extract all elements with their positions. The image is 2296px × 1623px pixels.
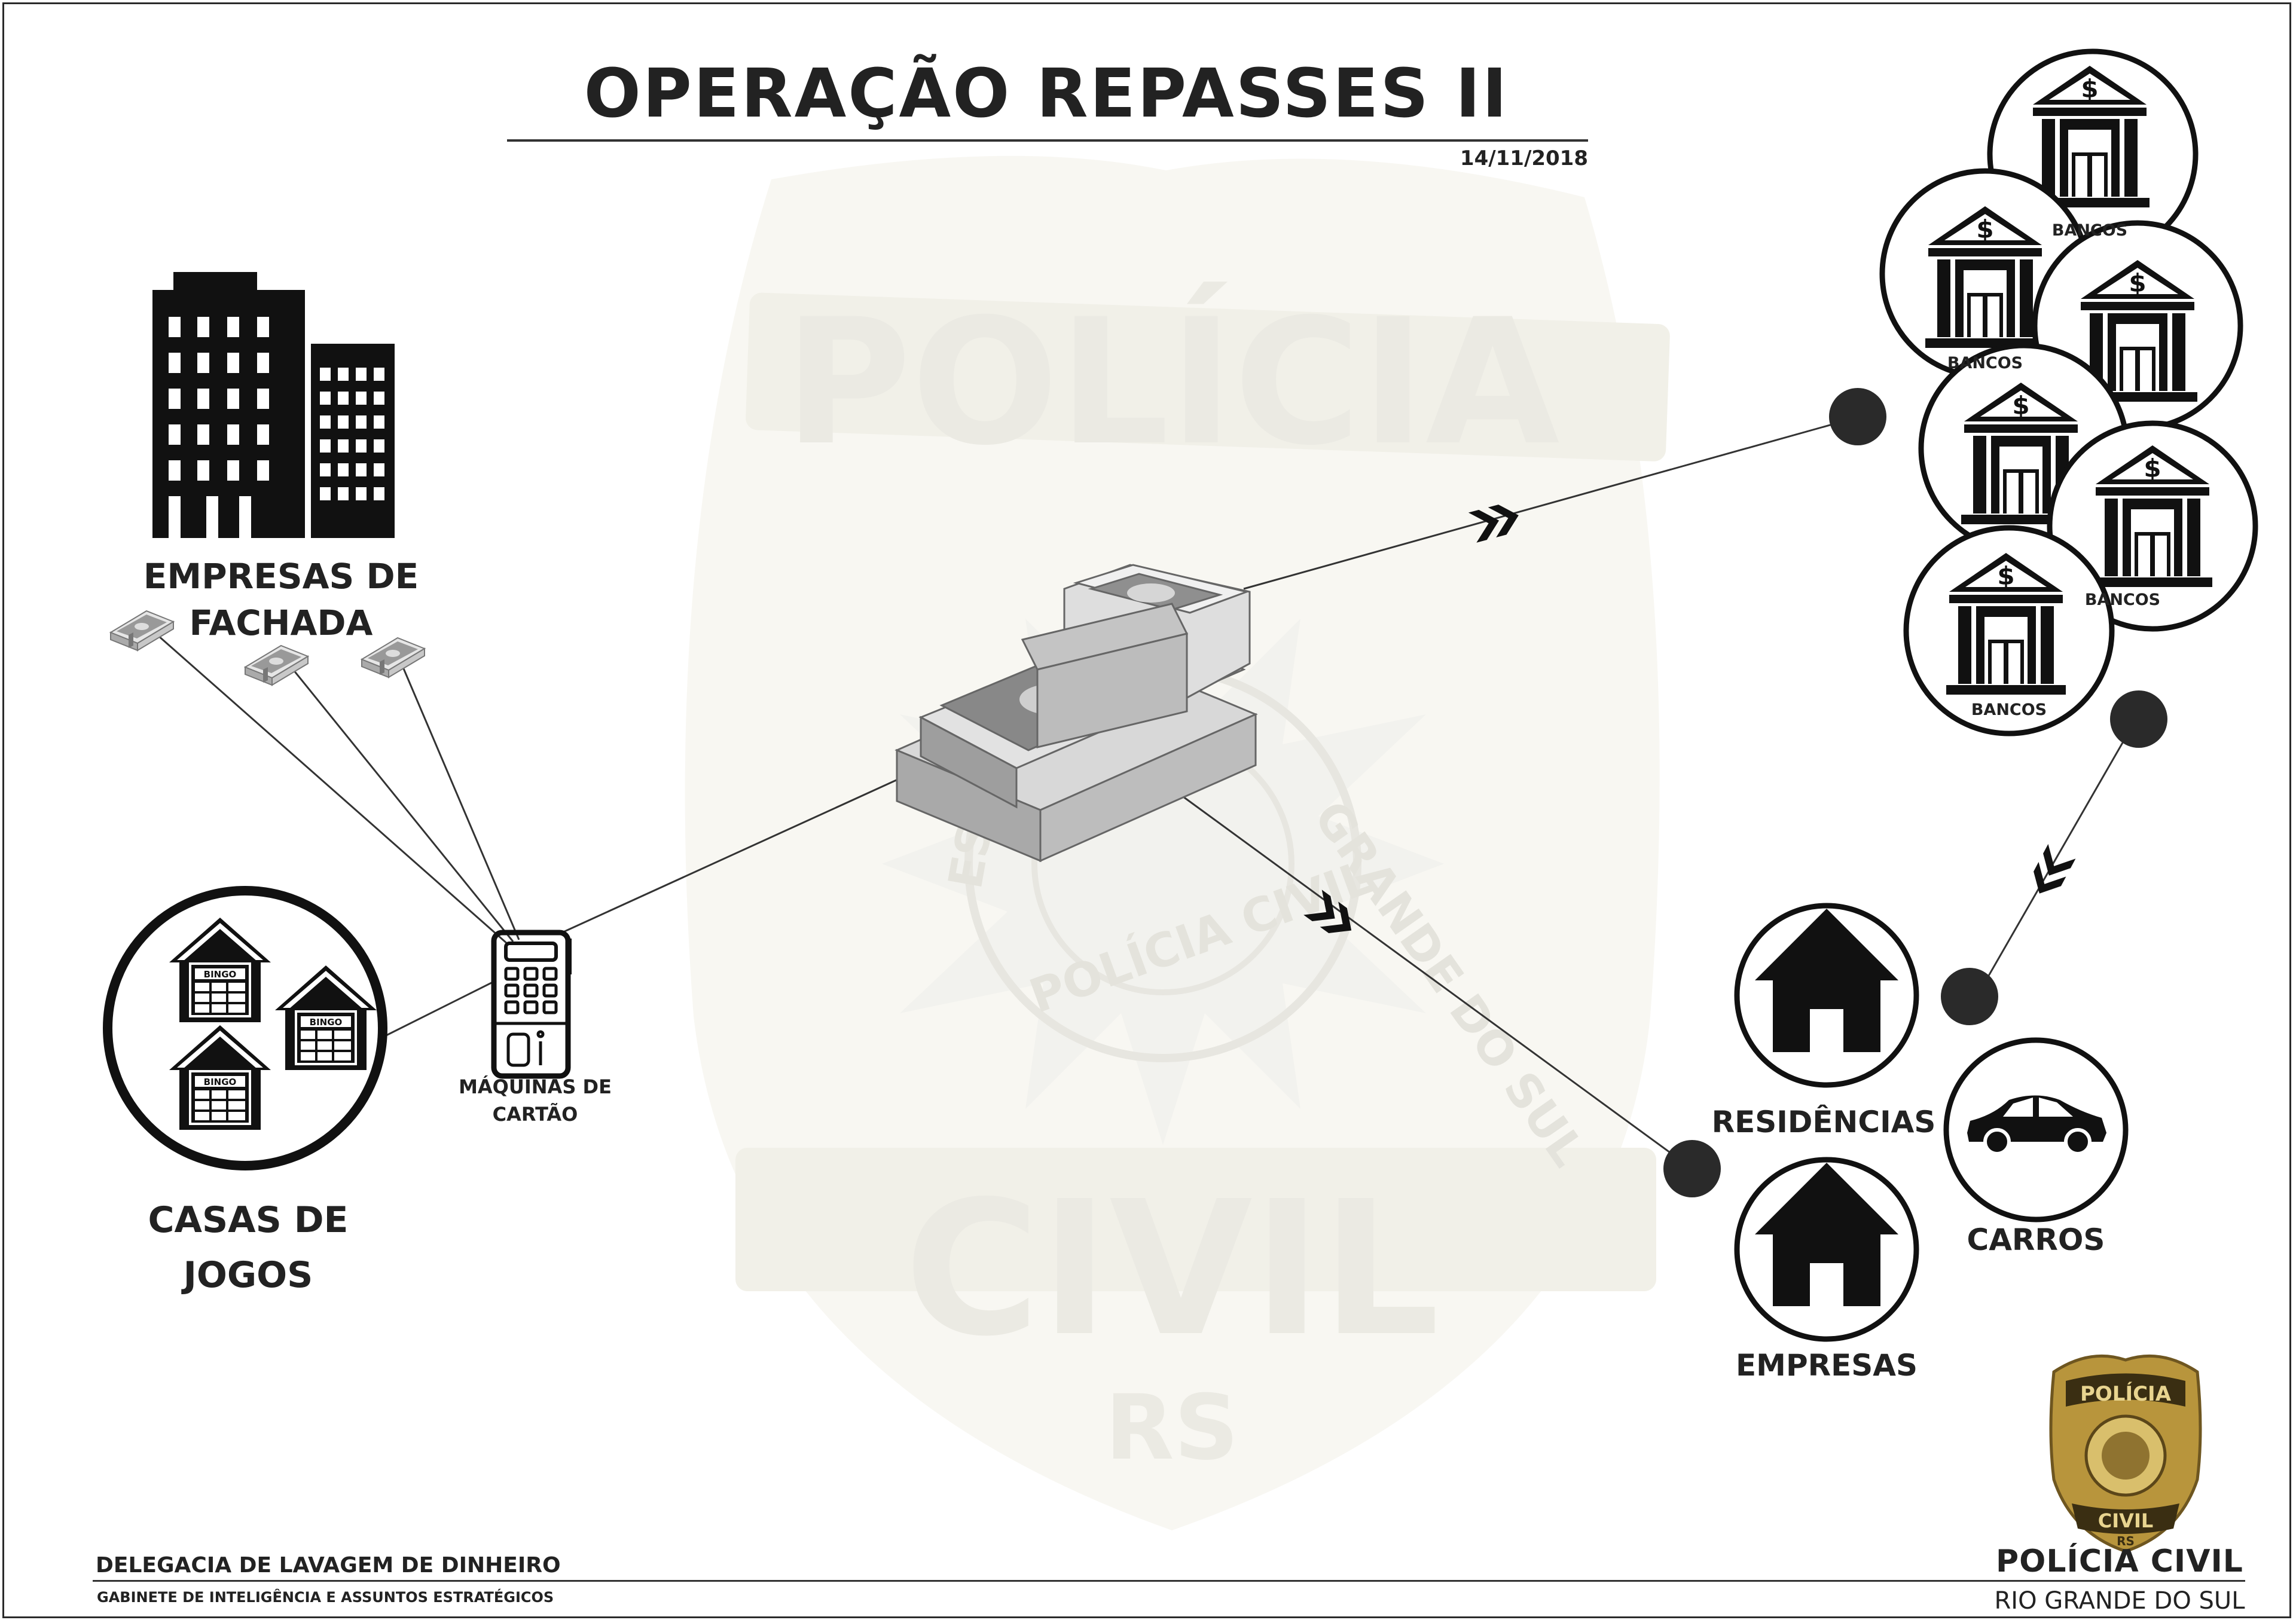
svg-text:BINGO: BINGO: [204, 969, 237, 980]
label-residencias: RESIDÊNCIAS: [1711, 1105, 1936, 1139]
footer-agency: DELEGACIA DE LAVAGEM DE DINHEIRO: [96, 1553, 561, 1578]
footer-state: RIO GRANDE DO SUL: [1994, 1587, 2245, 1615]
diagram-date: 14/11/2018: [1460, 146, 1588, 170]
connector-lines: [152, 417, 2130, 1170]
bank-circle: [2047, 420, 2258, 632]
connector-nodes: [1663, 388, 2167, 1197]
label-casas-jogos: CASAS DE JOGOS: [148, 1199, 349, 1296]
svg-text:POLÍCIA: POLÍCIA: [2080, 1381, 2172, 1406]
car-icon: [1967, 1095, 2106, 1156]
label-empresas: EMPRESAS: [1736, 1348, 1918, 1383]
label-bancos: BANCOS: [2084, 591, 2161, 609]
empresas-circle: [1734, 1157, 1919, 1342]
bank-circle: [1903, 525, 2115, 736]
svg-text:BINGO: BINGO: [204, 1077, 237, 1087]
card-machine-icon: [491, 930, 572, 1079]
label-bancos: BANCOS: [1971, 701, 2047, 719]
svg-text:CIVIL: CIVIL: [904, 1162, 1440, 1377]
svg-text:CIVIL: CIVIL: [2098, 1509, 2153, 1532]
svg-text:BINGO: BINGO: [310, 1017, 343, 1028]
svg-text:POLÍCIA: POLÍCIA: [784, 280, 1561, 484]
footer-org: POLÍCIA CIVIL: [1996, 1543, 2243, 1579]
title-rule: [507, 139, 1588, 142]
bingo-houses-circle: BINGO BINGO BINGO: [103, 886, 387, 1170]
residencias-circle: [1734, 903, 1919, 1088]
watermark-badge: POLÍCIA CIVIL RS GRANDE DO SUL ES POLÍCI…: [685, 155, 1670, 1530]
label-maquinas-cartao: MÁQUINAS DE CARTÃO: [459, 1075, 612, 1126]
footer-unit: GABINETE DE INTELIGÊNCIA E ASSUNTOS ESTR…: [97, 1589, 554, 1606]
money-stack-icon: [894, 564, 1258, 863]
carros-circle: [1943, 1037, 2129, 1222]
label-empresas-fachada: EMPRESAS DE FACHADA: [143, 556, 419, 643]
police-badge-icon: POLÍCIA CIVIL RS: [2049, 1354, 2202, 1553]
diagram-title: OPERAÇÃO REPASSES II: [584, 55, 1509, 133]
label-bancos: BANCOS: [1947, 354, 2023, 372]
label-bancos: BANCOS: [2051, 221, 2128, 240]
banks-cluster: [1879, 48, 2258, 736]
office-buildings-icon: [152, 272, 395, 538]
svg-text:RS: RS: [1105, 1376, 1239, 1480]
footer-rule: [93, 1580, 2245, 1582]
svg-text:RS: RS: [2117, 1534, 2135, 1548]
label-carros: CARROS: [1967, 1222, 2105, 1257]
